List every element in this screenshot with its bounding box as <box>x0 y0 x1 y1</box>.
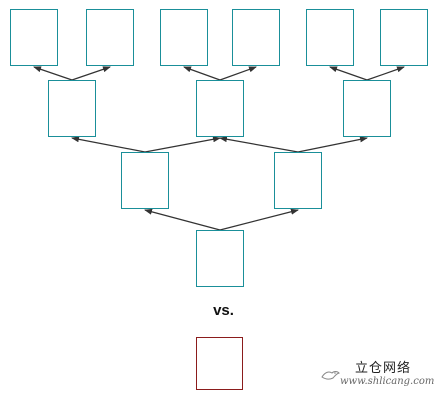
edge-l2-a-to-l3-2 <box>71 66 111 81</box>
tree-node-l3-2 <box>86 9 134 66</box>
tree-node-l3-3 <box>160 9 208 66</box>
tree-node-l3-5 <box>306 9 354 66</box>
tree-node-l2-a <box>48 80 96 137</box>
tree-node-l3-1 <box>10 9 58 66</box>
tree-node-root <box>196 230 244 287</box>
tree-node-l2-b <box>196 80 244 137</box>
edge-l1-right-to-l2-c <box>297 136 368 153</box>
edge-l1-left-to-l2-b <box>144 136 221 153</box>
tree-node-l3-4 <box>232 9 280 66</box>
edge-l2-b-to-l3-3 <box>183 66 221 81</box>
edge-l2-c-to-l3-5 <box>329 66 368 81</box>
edge-l2-a-to-l3-1 <box>33 66 73 81</box>
single-node <box>196 337 243 390</box>
watermark-title: 立仓网络 <box>355 361 412 376</box>
bird-logo-icon <box>321 371 340 380</box>
edge-root-to-l1-left <box>144 208 221 231</box>
edge-l2-b-to-l3-4 <box>219 66 257 81</box>
comparison-label: vs. <box>213 302 234 319</box>
edge-l2-c-to-l3-6 <box>366 66 405 81</box>
tree-node-l1-right <box>274 152 322 209</box>
tree-node-l2-c <box>343 80 391 137</box>
watermark-url: www.shlicang.com <box>340 376 435 387</box>
tree-node-l1-left <box>121 152 169 209</box>
edge-l1-right-to-l2-b <box>219 136 299 153</box>
tree-node-l3-6 <box>380 9 428 66</box>
edge-l1-left-to-l2-a <box>71 136 146 153</box>
edge-root-to-l1-right <box>219 208 299 231</box>
